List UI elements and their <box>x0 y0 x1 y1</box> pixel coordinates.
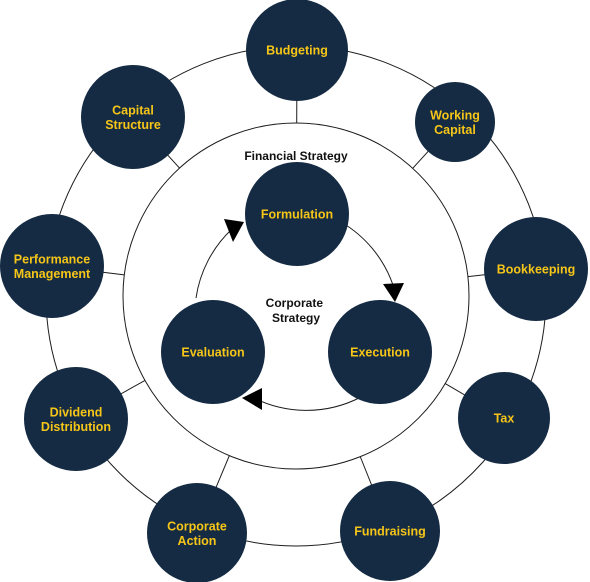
budgeting-label: Budgeting <box>266 44 328 58</box>
arrowhead-to-evaluation <box>242 388 262 410</box>
tax-label-line: Tax <box>494 412 515 426</box>
arc-execution-to-evaluation <box>249 395 362 411</box>
node-budgeting: Budgeting <box>246 0 348 101</box>
dividend-distribution-circle <box>24 367 128 471</box>
corporate-strategy-line-1: Corporate <box>266 296 324 310</box>
corporate-action-label-line: Action <box>178 534 217 548</box>
fundraising-label: Fundraising <box>354 525 426 539</box>
node-formulation: Formulation <box>245 162 349 266</box>
performance-management-circle <box>0 214 104 318</box>
execution-label: Execution <box>350 346 410 360</box>
budgeting-label-line: Budgeting <box>266 44 328 58</box>
budgeting-circle <box>246 0 348 101</box>
strategy-cycle <box>195 219 404 411</box>
corporate-strategy-label: Corporate Strategy <box>266 296 327 325</box>
capital-structure-circle <box>81 65 185 169</box>
performance-management-label-line: Management <box>14 267 91 281</box>
arrowhead-to-execution <box>383 283 404 302</box>
evaluation-circle <box>161 300 265 404</box>
fundraising-label-line: Fundraising <box>354 525 426 539</box>
evaluation-label: Evaluation <box>181 346 244 360</box>
bookkeeping-circle <box>484 217 588 321</box>
performance-management-label-line: Performance <box>14 252 90 266</box>
capital-structure-label-line: Capital <box>112 103 154 117</box>
formulation-label: Formulation <box>261 208 333 222</box>
tax-circle <box>458 372 550 464</box>
bookkeeping-label: Bookkeeping <box>497 263 576 277</box>
tax-label: Tax <box>494 412 515 426</box>
arc-evaluation-to-formulation <box>195 228 233 299</box>
arc-formulation-to-execution <box>340 221 394 286</box>
node-execution: Execution <box>328 300 432 404</box>
financial-strategy-label: Financial Strategy <box>244 149 348 163</box>
execution-circle <box>328 300 432 404</box>
dividend-distribution-label-line: Distribution <box>41 420 111 434</box>
corporate-action-circle <box>147 483 247 582</box>
corporate-strategy-line-2: Strategy <box>272 311 320 325</box>
inner-ring <box>122 122 470 470</box>
working-capital-label-line: Working <box>430 108 480 122</box>
node-tax: Tax <box>458 372 550 464</box>
capital-structure-label-line: Structure <box>105 118 161 132</box>
dividend-distribution-label-line: Dividend <box>50 405 103 419</box>
node-fundraising: Fundraising <box>340 481 440 581</box>
formulation-circle <box>245 162 349 266</box>
fundraising-circle <box>340 481 440 581</box>
evaluation-label-line: Evaluation <box>181 346 244 360</box>
node-evaluation: Evaluation <box>161 300 265 404</box>
formulation-label-line: Formulation <box>261 208 333 222</box>
corporate-action-label-line: Corporate <box>167 519 227 533</box>
arrowhead-to-formulation <box>224 219 244 242</box>
node-bookkeeping: Bookkeeping <box>484 217 588 321</box>
execution-label-line: Execution <box>350 346 410 360</box>
bookkeeping-label-line: Bookkeeping <box>497 263 576 277</box>
working-capital-circle <box>415 82 495 162</box>
working-capital-label-line: Capital <box>434 123 476 137</box>
